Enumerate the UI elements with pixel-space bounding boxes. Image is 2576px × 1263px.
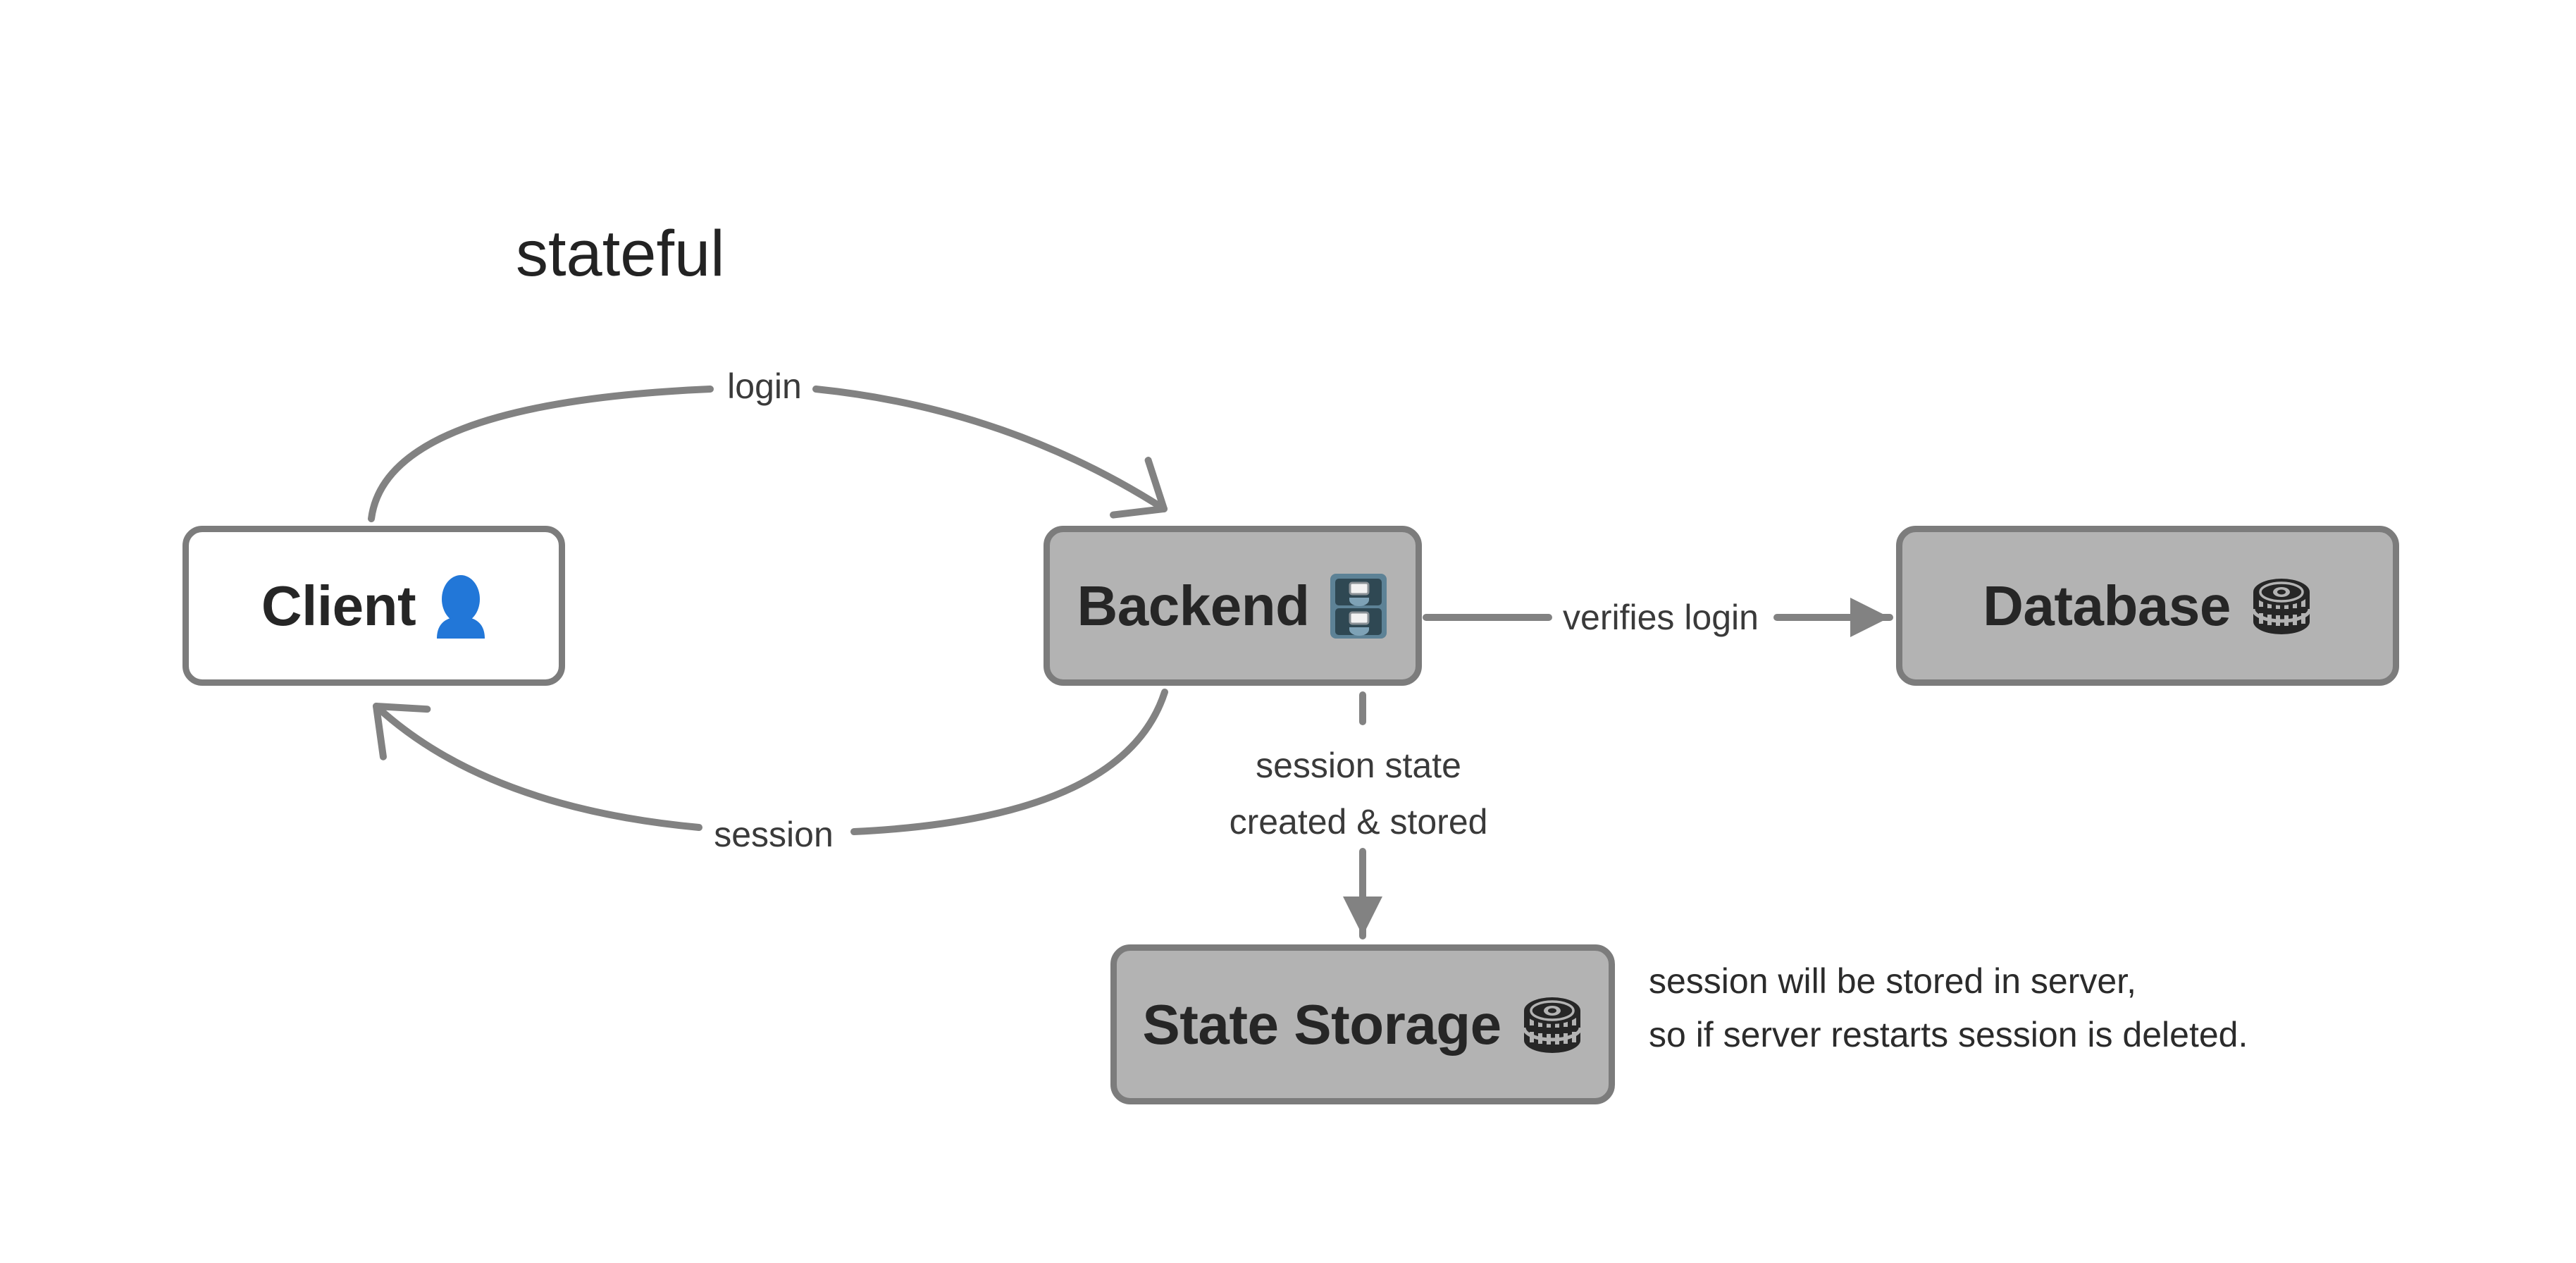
disk-stack-icon — [1522, 997, 1583, 1053]
node-backend-label: Backend — [1077, 574, 1310, 637]
node-database: Database — [1896, 526, 2399, 686]
edge-label-login: login — [727, 366, 802, 406]
edge-session-curve-left — [373, 702, 702, 831]
node-backend: Backend — [1044, 526, 1422, 686]
node-client-label: Client — [261, 574, 416, 637]
node-state-storage-label: State Storage — [1142, 992, 1501, 1056]
edge-label-session: session — [714, 815, 834, 854]
session-note: session will be stored in server, so if … — [1649, 954, 2248, 1061]
edge-label-session-state: session state created & stored — [1230, 737, 1488, 850]
edge-label-session-state-line1: session state — [1256, 746, 1461, 785]
disk-stack-icon — [2251, 578, 2312, 634]
session-note-line1: session will be stored in server, — [1649, 961, 2136, 1001]
edge-login-curve-right — [812, 386, 1168, 519]
diagram-title: stateful — [516, 218, 725, 290]
person-icon — [437, 574, 485, 639]
node-client: Client — [182, 526, 565, 686]
edge-label-session-state-line2: created & stored — [1229, 802, 1488, 842]
edge-login-curve-left — [368, 386, 714, 522]
node-database-label: Database — [1983, 574, 2231, 637]
file-cabinet-icon — [1330, 573, 1387, 639]
edge-session-curve-right — [850, 689, 1168, 835]
session-note-line2: so if server restarts session is deleted… — [1649, 1015, 2248, 1054]
edge-label-verifies-login: verifies login — [1563, 598, 1759, 637]
node-state-storage: State Storage — [1110, 944, 1615, 1104]
